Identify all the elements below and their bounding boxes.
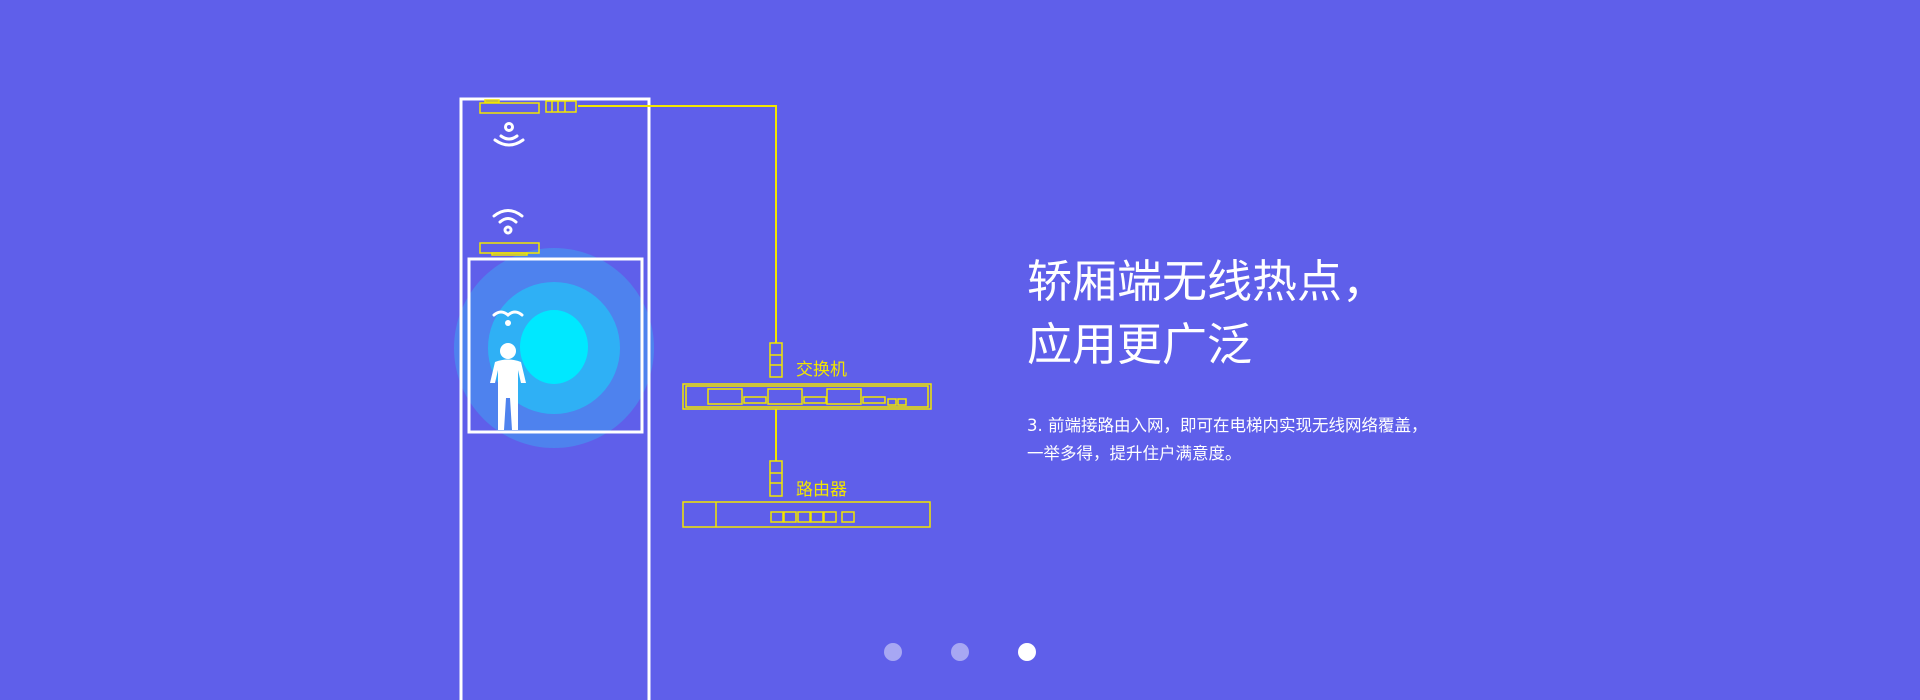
feature-description-line: 一举多得，提升住户满意度。 bbox=[1027, 444, 1242, 463]
carousel-dot-1[interactable] bbox=[884, 643, 902, 661]
feature-title-line: 应用更广泛 bbox=[1027, 318, 1253, 371]
person-with-phone-icon bbox=[490, 310, 526, 430]
router-icon bbox=[682, 501, 931, 528]
feature-title-line: 轿厢端无线热点， bbox=[1027, 255, 1388, 308]
wireless-bridge-icon bbox=[493, 122, 525, 147]
ethernet-cable bbox=[578, 105, 777, 343]
feature-description: 3. 前端接路由入网，即可在电梯内实现无线网络覆盖， 一举多得，提升住户满意度。 bbox=[1027, 412, 1428, 468]
network-switch-icon bbox=[682, 383, 932, 410]
router-label: 路由器 bbox=[796, 480, 847, 500]
signal-coverage bbox=[454, 248, 654, 448]
wifi-icon bbox=[492, 209, 524, 235]
feature-title: 轿厢端无线热点， 应用更广泛 bbox=[1027, 250, 1387, 376]
cabin-access-point-icon bbox=[479, 242, 540, 256]
carousel-dot-3-active[interactable] bbox=[1018, 643, 1036, 661]
rj45-connector-icon bbox=[769, 342, 783, 378]
carousel-dot-2[interactable] bbox=[951, 643, 969, 661]
elevator-shaft bbox=[459, 97, 651, 700]
top-access-point-icon bbox=[479, 99, 577, 114]
switch-label: 交换机 bbox=[796, 360, 847, 380]
feature-description-line: 3. 前端接路由入网，即可在电梯内实现无线网络覆盖， bbox=[1027, 416, 1428, 435]
rj45-connector-icon bbox=[769, 460, 783, 497]
elevator-cabin bbox=[467, 257, 644, 434]
